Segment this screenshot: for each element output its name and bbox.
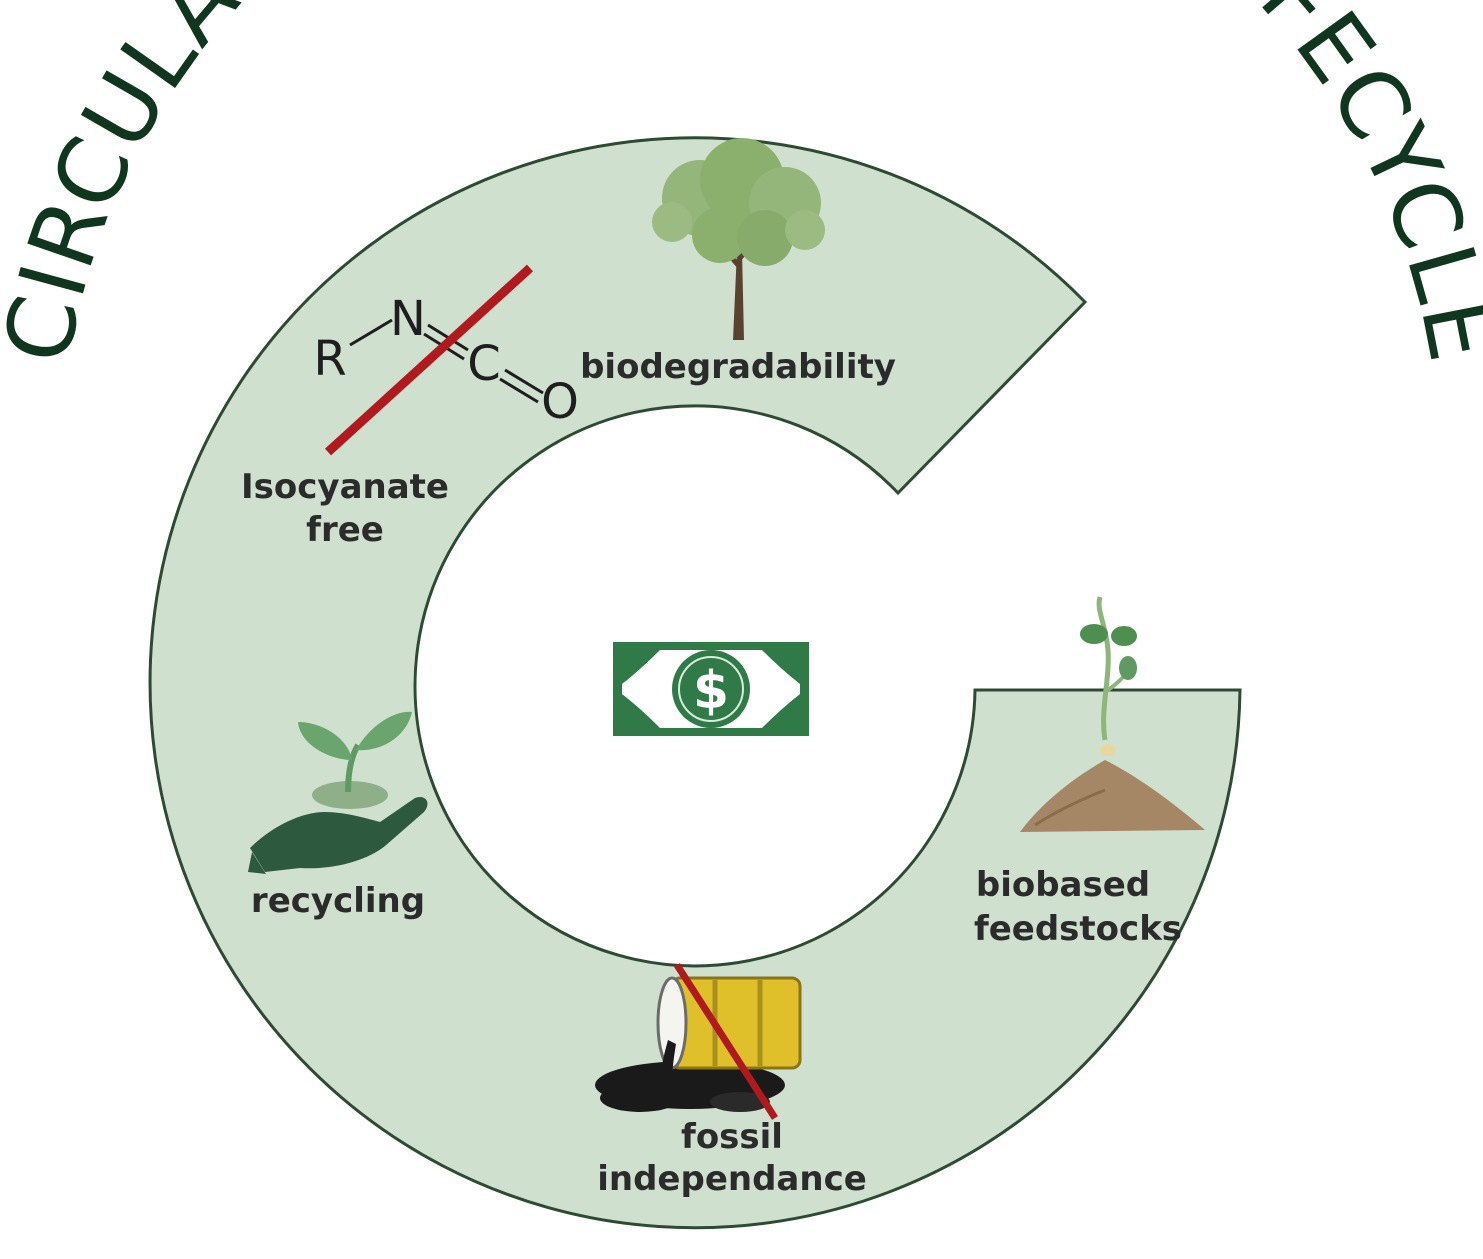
circular-ring <box>148 136 1242 1230</box>
biobased-label-1: biobased <box>976 865 1150 905</box>
hand-sprout-icon <box>248 711 428 874</box>
tree-icon <box>652 138 825 340</box>
fossil-label-1: fossil <box>681 1117 783 1157</box>
chem-c: C <box>467 336 501 392</box>
biobased-label-2: feedstocks <box>974 909 1182 949</box>
svg-text:$: $ <box>693 661 729 721</box>
chem-r: R <box>313 331 346 387</box>
isocyanate-label-2: free <box>306 510 384 550</box>
isocyanate-structure: R N C O <box>313 264 579 456</box>
recycling-label: recycling <box>251 881 425 921</box>
chem-n: N <box>390 291 426 347</box>
biodegradability-label: biodegradability <box>580 347 896 387</box>
oil-barrel-icon <box>595 963 802 1120</box>
isocyanate-label-1: Isocyanate <box>241 467 449 507</box>
soil-sprout-icon <box>1020 596 1205 832</box>
strike-line <box>674 963 778 1120</box>
fossil-label-2: independance <box>597 1159 867 1199</box>
strike-line <box>324 264 534 456</box>
chem-o: O <box>541 374 579 430</box>
money-bill-icon: $ <box>613 642 809 736</box>
